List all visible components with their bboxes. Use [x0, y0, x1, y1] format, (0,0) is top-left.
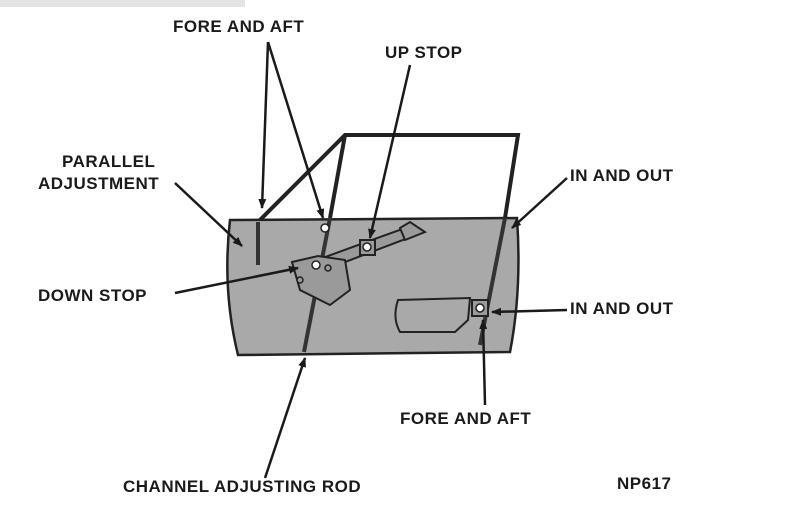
adjustment-bolts [296, 223, 485, 313]
door-panel [226, 216, 520, 357]
label-up-stop: UP STOP [385, 43, 463, 62]
label-fore-aft-top: FORE AND AFT [173, 17, 305, 36]
label-fore-aft-bottom: FORE AND AFT [400, 409, 532, 428]
figure-id: NP617 [617, 474, 672, 493]
top-edge-bar [0, 0, 245, 7]
label-parallel: PARALLEL [62, 152, 156, 171]
label-in-out-bottom: IN AND OUT [570, 299, 674, 318]
leader-arrows [174, 41, 568, 479]
label-in-out-top: IN AND OUT [570, 166, 674, 185]
label-channel-adjusting-rod: CHANNEL ADJUSTING ROD [123, 477, 362, 496]
label-down-stop: DOWN STOP [38, 286, 148, 305]
label-adjustment: ADJUSTMENT [38, 174, 160, 193]
